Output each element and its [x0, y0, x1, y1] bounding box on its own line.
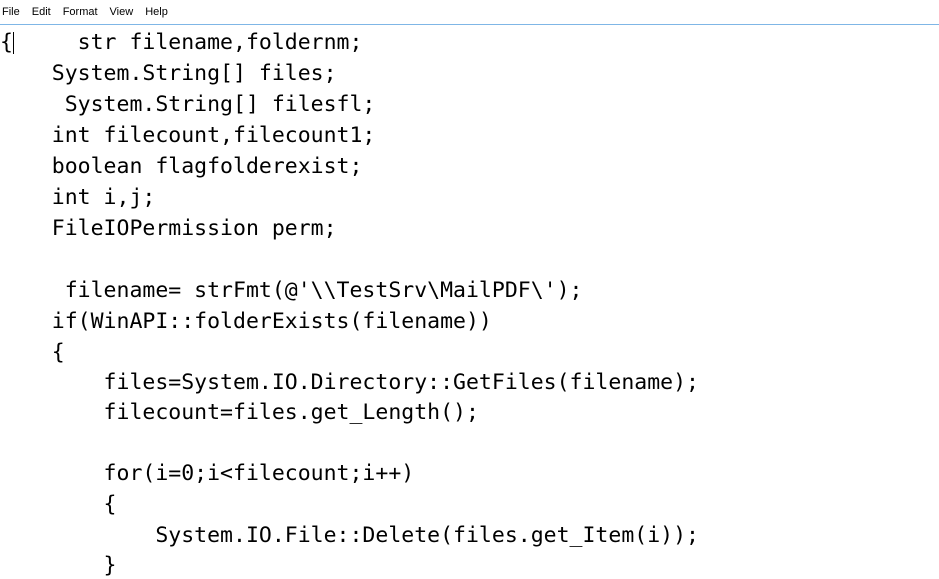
code-line: System.String[] filesfl;	[0, 92, 376, 117]
code-line: }	[0, 553, 117, 578]
code-line: int filecount,filecount1;	[0, 123, 376, 148]
text-editor-area[interactable]: { str filename,foldernm; System.String[]…	[0, 25, 939, 579]
code-line: {	[0, 340, 65, 365]
code-line: FileIOPermission perm;	[0, 216, 337, 241]
code-line: System.IO.File::Delete(files.get_Item(i)…	[0, 523, 699, 548]
menu-view[interactable]: View	[109, 6, 134, 18]
code-line: files=System.IO.Directory::GetFiles(file…	[0, 370, 699, 395]
menu-edit[interactable]: Edit	[31, 6, 51, 18]
code-line: boolean flagfolderexist;	[0, 154, 363, 179]
code-line: System.String[] files;	[0, 61, 337, 86]
menu-format[interactable]: Format	[62, 6, 98, 18]
code-line: filename= strFmt(@'\\TestSrv\MailPDF\');	[0, 278, 583, 303]
code-line: { str filename,foldernm;	[0, 30, 363, 55]
menu-help[interactable]: Help	[145, 6, 168, 18]
code-line: filecount=files.get_Length();	[0, 400, 479, 425]
text-caret	[13, 32, 14, 54]
menu-file[interactable]: File	[2, 6, 20, 18]
code-line: int i,j;	[0, 185, 156, 210]
code-line: for(i=0;i<filecount;i++)	[0, 461, 415, 486]
code-line: {	[0, 492, 117, 517]
menu-bar: File Edit Format View Help	[0, 0, 939, 25]
code-line: if(WinAPI::folderExists(filename))	[0, 309, 492, 334]
